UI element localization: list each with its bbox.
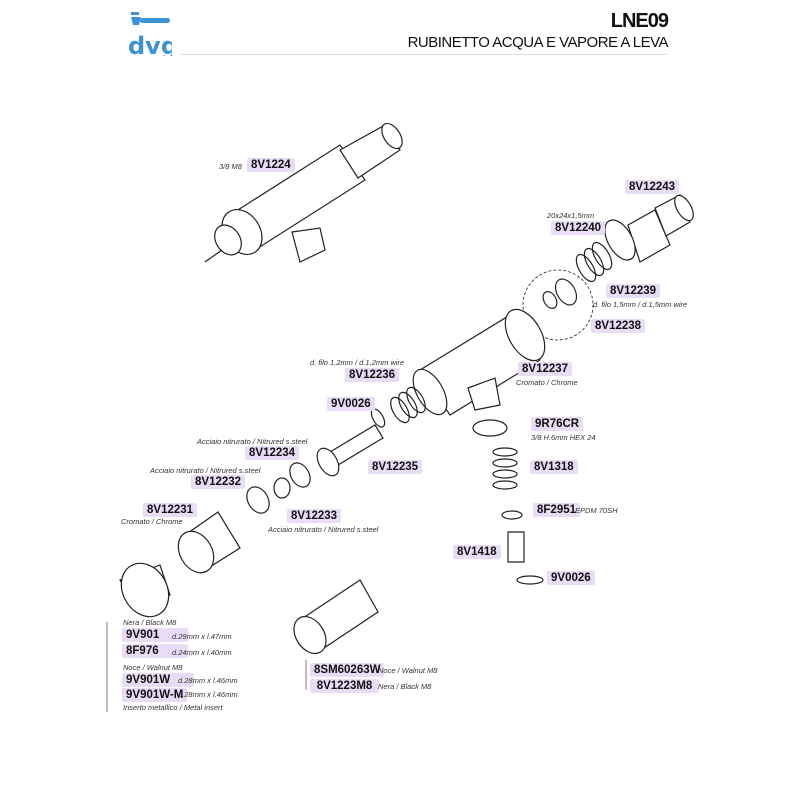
part-9R76CR[interactable]: 9R76CR [531, 417, 584, 431]
spring-8V12239 [575, 241, 613, 283]
handle-tube-8SM60263W [293, 579, 379, 655]
part-8V12238[interactable]: 8V12238 [591, 319, 646, 333]
ball-8V12233 [273, 477, 291, 499]
spring-8V12236 [390, 386, 426, 424]
part-9V901[interactable]: 9V901 [122, 628, 188, 642]
piston-8V1418 [507, 531, 525, 563]
bonnet-8V12231 [177, 511, 241, 574]
part-9V0026-stem[interactable]: 9V0026 [327, 397, 375, 411]
note-8V12237: Cromato / Chrome [516, 378, 578, 387]
part-8V12235[interactable]: 8V12235 [368, 460, 423, 474]
part-8V12236[interactable]: 8V12236 [345, 368, 400, 382]
note-8V12231: Cromato / Chrome [121, 517, 183, 526]
knob-walnut-heading: Noce / Walnut M8 [123, 663, 183, 672]
part-8F2951[interactable]: 8F2951 [533, 503, 581, 517]
header-divider [180, 54, 667, 55]
note-8V12234: Acciaio nitrurato / Nitrured s.steel [197, 437, 308, 446]
part-8V12240[interactable]: 8V12240 [551, 221, 606, 235]
oring-9V0026 [516, 575, 544, 585]
note-8V1223M8: Nera / Black M8 [378, 682, 432, 691]
part-8SM60263W[interactable]: 8SM60263W [310, 663, 385, 677]
model-number: LNE09 [610, 10, 669, 32]
fitting-8V12243 [627, 194, 694, 263]
note-9V901W-M: d.28mm x l.46mm [178, 690, 238, 699]
seat-8V12234 [289, 462, 311, 488]
note-8V12239: d. filo 1,5mm / d.1,5mm wire [593, 300, 688, 309]
detail-circle-8V12238 [522, 269, 594, 341]
body-8V12237 [412, 308, 546, 416]
part-9V901W[interactable]: 9V901W [122, 673, 194, 687]
part-8V1318[interactable]: 8V1318 [530, 460, 578, 474]
pin-8V12232 [246, 486, 270, 514]
note-8V12232: Acciaio nitrurato / Nitrured s.steel [150, 466, 261, 475]
metal-insert-note: Inserto metallico / Metal insert [123, 703, 223, 712]
part-8V12232[interactable]: 8V12232 [191, 475, 246, 489]
part-8V12237[interactable]: 8V12237 [518, 362, 573, 376]
note-8F2951: EPDM 70SH [575, 506, 618, 515]
part-8V12233[interactable]: 8V12233 [287, 509, 342, 523]
page-title: RUBINETTO ACQUA E VAPORE A LEVA [407, 34, 669, 51]
dvg-logo: dvg [128, 10, 178, 61]
nut-9R76CR [472, 419, 508, 437]
part-9V901W-M[interactable]: 9V901W-M [122, 688, 188, 702]
part-8V12234[interactable]: 8V12234 [245, 446, 300, 460]
part-8V12231[interactable]: 8V12231 [143, 503, 198, 517]
part-8V12243[interactable]: 8V12243 [625, 180, 680, 194]
note-8F976: d.24mm x l.40mm [172, 648, 232, 657]
svg-text:dvg: dvg [128, 32, 172, 56]
note-8V12233: Acciaio nitrurato / Nitrured s.steel [268, 525, 379, 534]
part-8F976[interactable]: 8F976 [122, 644, 188, 658]
spring-8V1318 [492, 447, 518, 490]
part-8V1418[interactable]: 8V1418 [453, 545, 501, 559]
note-8V12236: d. filo 1,2mm / d.1,2mm wire [310, 358, 405, 367]
washer-8V12240 [604, 219, 636, 261]
note-8SM60263W: Noce / Walnut M8 [378, 666, 438, 675]
note-8V1224: 3/8 M8 [219, 162, 242, 171]
note-8V12240: 20x24x1,5mm [547, 211, 595, 220]
part-8V1223M8[interactable]: 8V1223M8 [310, 679, 379, 693]
assembled-tap-8V1224 [204, 122, 403, 263]
note-9R76CR: 3/8 H.6mm HEX 24 [531, 433, 596, 442]
part-8V1224[interactable]: 8V1224 [247, 158, 295, 172]
part-9V0026-piston[interactable]: 9V0026 [547, 571, 595, 585]
note-9V901W: d.28mm x l.46mm [178, 676, 238, 685]
oring-8F2951 [501, 510, 523, 520]
knob-black-heading: Nera / Black M8 [123, 618, 177, 627]
part-8V12239[interactable]: 8V12239 [606, 284, 661, 298]
note-9V901: d.29mm x l.47mm [172, 632, 232, 641]
